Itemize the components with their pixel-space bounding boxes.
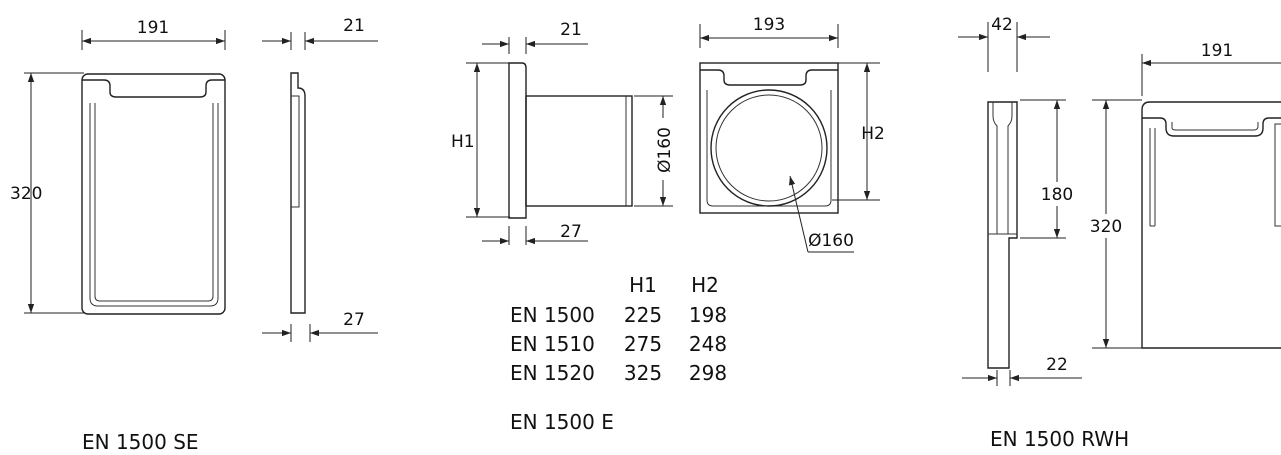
- se-side-view: [290, 72, 306, 314]
- e-front-view: [699, 62, 839, 214]
- e-circle-label: Ø160: [808, 231, 854, 251]
- rwh-front-view: [1141, 101, 1281, 349]
- se-width-label: 191: [137, 18, 169, 38]
- table-cell-h2: 198: [689, 303, 727, 327]
- e-h1-label: H1: [451, 132, 475, 152]
- e-pipe-label: Ø160: [655, 127, 675, 173]
- e-model-table: H1 H2 EN 1500 225 198 EN 1510 275 248 EN…: [510, 273, 727, 385]
- rwh-height-label: 320: [1090, 217, 1122, 237]
- table-cell-h1: 325: [624, 361, 662, 385]
- se-caption: EN 1500 SE: [82, 430, 199, 454]
- table-cell-model: EN 1520: [510, 361, 595, 385]
- e-side-bottom-label: 27: [560, 222, 582, 242]
- table-cell-h1: 275: [624, 332, 662, 356]
- table-cell-h2: 248: [689, 332, 727, 356]
- table-header-h1: H1: [629, 273, 657, 297]
- rwh-inner-height-label: 180: [1041, 185, 1073, 205]
- e-h2-label: H2: [861, 124, 885, 144]
- se-side-bottom-label: 27: [343, 310, 365, 330]
- e-side-view: [508, 62, 633, 219]
- se-side-top-label: 21: [343, 16, 365, 36]
- e-side-top-label: 21: [560, 20, 582, 40]
- table-cell-h1: 225: [624, 303, 662, 327]
- se-height-label: 320: [10, 184, 42, 204]
- table-cell-model: EN 1510: [510, 332, 595, 356]
- rwh-caption: EN 1500 RWH: [990, 427, 1129, 451]
- rwh-side-view: [987, 101, 1018, 369]
- e-caption: EN 1500 E: [510, 410, 614, 434]
- se-front-view: [81, 73, 226, 315]
- view-en1500-rwh: 42 22 180 320 191 EN 150: [958, 15, 1281, 451]
- view-en1500-se: 191 320 21 27 EN 1500 SE: [10, 16, 378, 454]
- table-header-h2: H2: [691, 273, 719, 297]
- e-front-width-label: 193: [753, 15, 785, 35]
- rwh-side-bottom-label: 22: [1046, 355, 1068, 375]
- rwh-width-label: 191: [1201, 41, 1233, 61]
- table-cell-h2: 298: [689, 361, 727, 385]
- rwh-side-top-label: 42: [991, 15, 1013, 35]
- view-en1500-e: 21 27 H1 Ø160 193 H: [451, 15, 885, 434]
- table-cell-model: EN 1500: [510, 303, 595, 327]
